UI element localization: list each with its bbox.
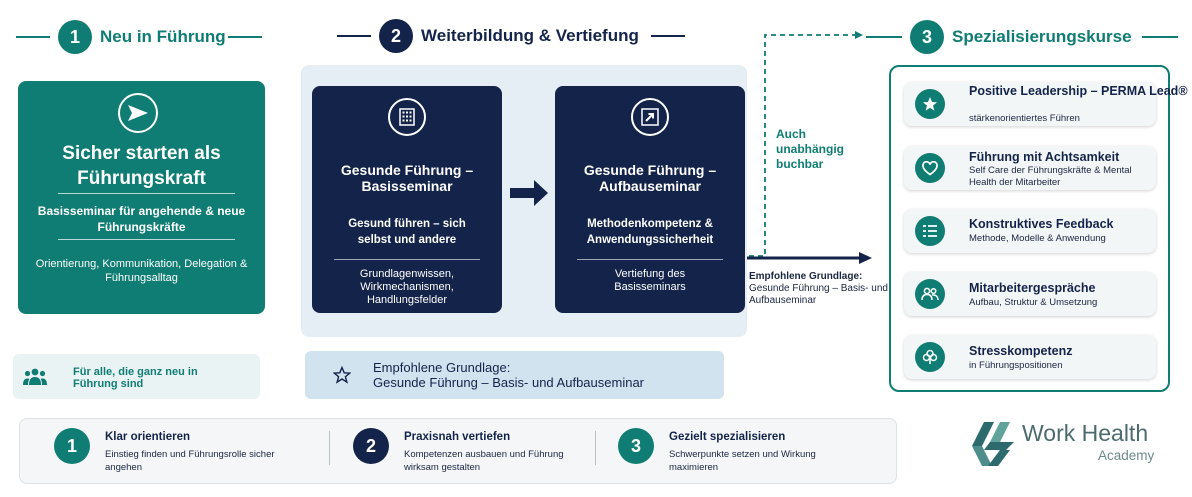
course-desc: Aufbau, Struktur & Umsetzung	[969, 297, 1098, 308]
step-desc: Kompetenzen ausbauen und Führung wirksam…	[404, 449, 564, 473]
course-feedback[interactable]: Konstruktives Feedback Methode, Modelle …	[904, 209, 1156, 253]
basis-seminar-card[interactable]: Gesunde Führung – Basisseminar Gesund fü…	[312, 86, 502, 313]
step-number: 2	[353, 428, 389, 464]
people-icon	[915, 279, 945, 309]
aufbau-seminar-card[interactable]: Gesunde Führung – Aufbauseminar Methoden…	[555, 86, 745, 313]
card-topics: Orientierung, Kommunikation, Delegation …	[35, 258, 248, 284]
recommended-text: Gesunde Führung – Basis- und Aufbausemin…	[749, 283, 888, 306]
divider	[329, 431, 330, 465]
section-title: Spezialisierungskurse	[952, 27, 1132, 46]
step-number: 3	[618, 428, 654, 464]
card-topics: Vertiefung des Basisseminars	[614, 268, 686, 293]
section-header-2: 2 Weiterbildung & Vertiefung	[337, 18, 685, 54]
clover-icon	[915, 342, 945, 372]
step-number: 3	[910, 20, 944, 54]
step-number: 1	[58, 20, 92, 54]
connector-arrows	[747, 31, 872, 264]
work-health-logo-icon	[972, 422, 1014, 466]
card-topics: Grundlagenwissen, Wirkmechanismen, Handl…	[359, 268, 455, 306]
course-stresskompetenz[interactable]: Stresskompetenz in Führungspositionen	[904, 335, 1156, 379]
logo-subtext: Academy	[1098, 448, 1155, 463]
building-icon	[388, 98, 426, 136]
course-desc: Methode, Modelle & Anwendung	[969, 233, 1106, 244]
course-positive-leadership[interactable]: Positive Leadership – PERMA Lead® stärke…	[904, 82, 1188, 126]
step-desc: Schwerpunkte setzen und Wirkung maximier…	[669, 449, 816, 473]
step-number: 1	[54, 428, 90, 464]
recommended-label: Empfohlene Grundlage:	[373, 360, 511, 375]
card-title: Gesunde Führung – Basisseminar	[340, 162, 474, 194]
divider	[337, 35, 371, 37]
step-desc: Einstieg finden und Führungsrolle sicher…	[105, 449, 275, 473]
card-title: Sicher starten als Führungskraft	[62, 143, 221, 189]
divider	[1141, 36, 1178, 38]
divider	[227, 36, 262, 38]
card-title: Gesunde Führung – Aufbauseminar	[583, 162, 717, 194]
course-achtsamkeit[interactable]: Führung mit Achtsamkeit Self Care der Fü…	[904, 146, 1156, 190]
divider	[866, 36, 902, 38]
send-icon	[118, 93, 158, 133]
audience-note: Für alle, die ganz neu in Führung sind	[13, 354, 260, 399]
course-name: Führung mit Achtsamkeit	[969, 150, 1120, 164]
step-title: Gezielt spezialisieren	[669, 431, 786, 443]
course-mitarbeitergespraeche[interactable]: Mitarbeitergespräche Aufbau, Struktur & …	[904, 272, 1156, 316]
recommended-text: Gesunde Führung – Basis- und Aufbausemin…	[373, 375, 645, 390]
star-icon	[333, 366, 351, 384]
card-subtitle: Gesund führen – sich selbst und andere	[348, 218, 466, 246]
course-name: Konstruktives Feedback	[969, 217, 1114, 231]
card-subtitle: Basisseminar für angehende & neue Führun…	[37, 204, 246, 234]
course-name: Positive Leadership – PERMA Lead®	[969, 84, 1188, 98]
course-name: Stresskompetenz	[969, 344, 1073, 358]
divider	[595, 431, 596, 465]
step-title: Klar orientieren	[105, 431, 190, 443]
people-icon	[23, 368, 47, 385]
arrow-right-icon	[510, 180, 548, 206]
section-header-1: 1 Neu in Führung	[16, 19, 262, 55]
arrow-up-right-icon	[631, 98, 669, 136]
divider	[650, 35, 685, 37]
step-title: Praxisnah vertiefen	[404, 431, 511, 443]
course-desc: stärkenorientiertes Führen	[969, 113, 1080, 124]
divider	[58, 193, 235, 194]
recommended-side-note: Empfohlene Grundlage: Gesunde Führung – …	[749, 271, 889, 307]
bookable-note: Auch unabhängig buchbar	[776, 127, 844, 171]
section-title: Neu in Führung	[100, 27, 226, 46]
basic-seminar-card[interactable]: Sicher starten als Führungskraft Basisse…	[18, 81, 265, 314]
section-title: Weiterbildung & Vertiefung	[421, 26, 639, 45]
step-number: 2	[379, 19, 413, 53]
course-desc: Self Care der Führungskräfte & Mental He…	[969, 165, 1132, 188]
recommended-note-text: Empfohlene Grundlage: Gesunde Führung – …	[373, 360, 644, 390]
section-header-3: 3 Spezialisierungskurse	[866, 19, 1178, 55]
divider	[16, 36, 50, 38]
recommended-note: Empfohlene Grundlage: Gesunde Führung – …	[305, 351, 724, 399]
list-icon	[915, 216, 945, 246]
card-subtitle: Methodenkompetenz & Anwendungssicherheit	[586, 218, 714, 246]
heart-icon	[915, 153, 945, 183]
audience-text: Für alle, die ganz neu in Führung sind	[73, 366, 198, 390]
divider	[334, 259, 480, 260]
divider	[58, 239, 235, 240]
divider	[577, 259, 723, 260]
logo-text: Work Health	[1022, 420, 1149, 446]
star-icon	[915, 89, 945, 119]
course-desc: in Führungspositionen	[969, 360, 1063, 371]
recommended-label: Empfohlene Grundlage:	[749, 271, 863, 282]
process-footer: 1 Klar orientieren Einstieg finden und F…	[19, 418, 897, 484]
course-name: Mitarbeitergespräche	[969, 281, 1096, 295]
